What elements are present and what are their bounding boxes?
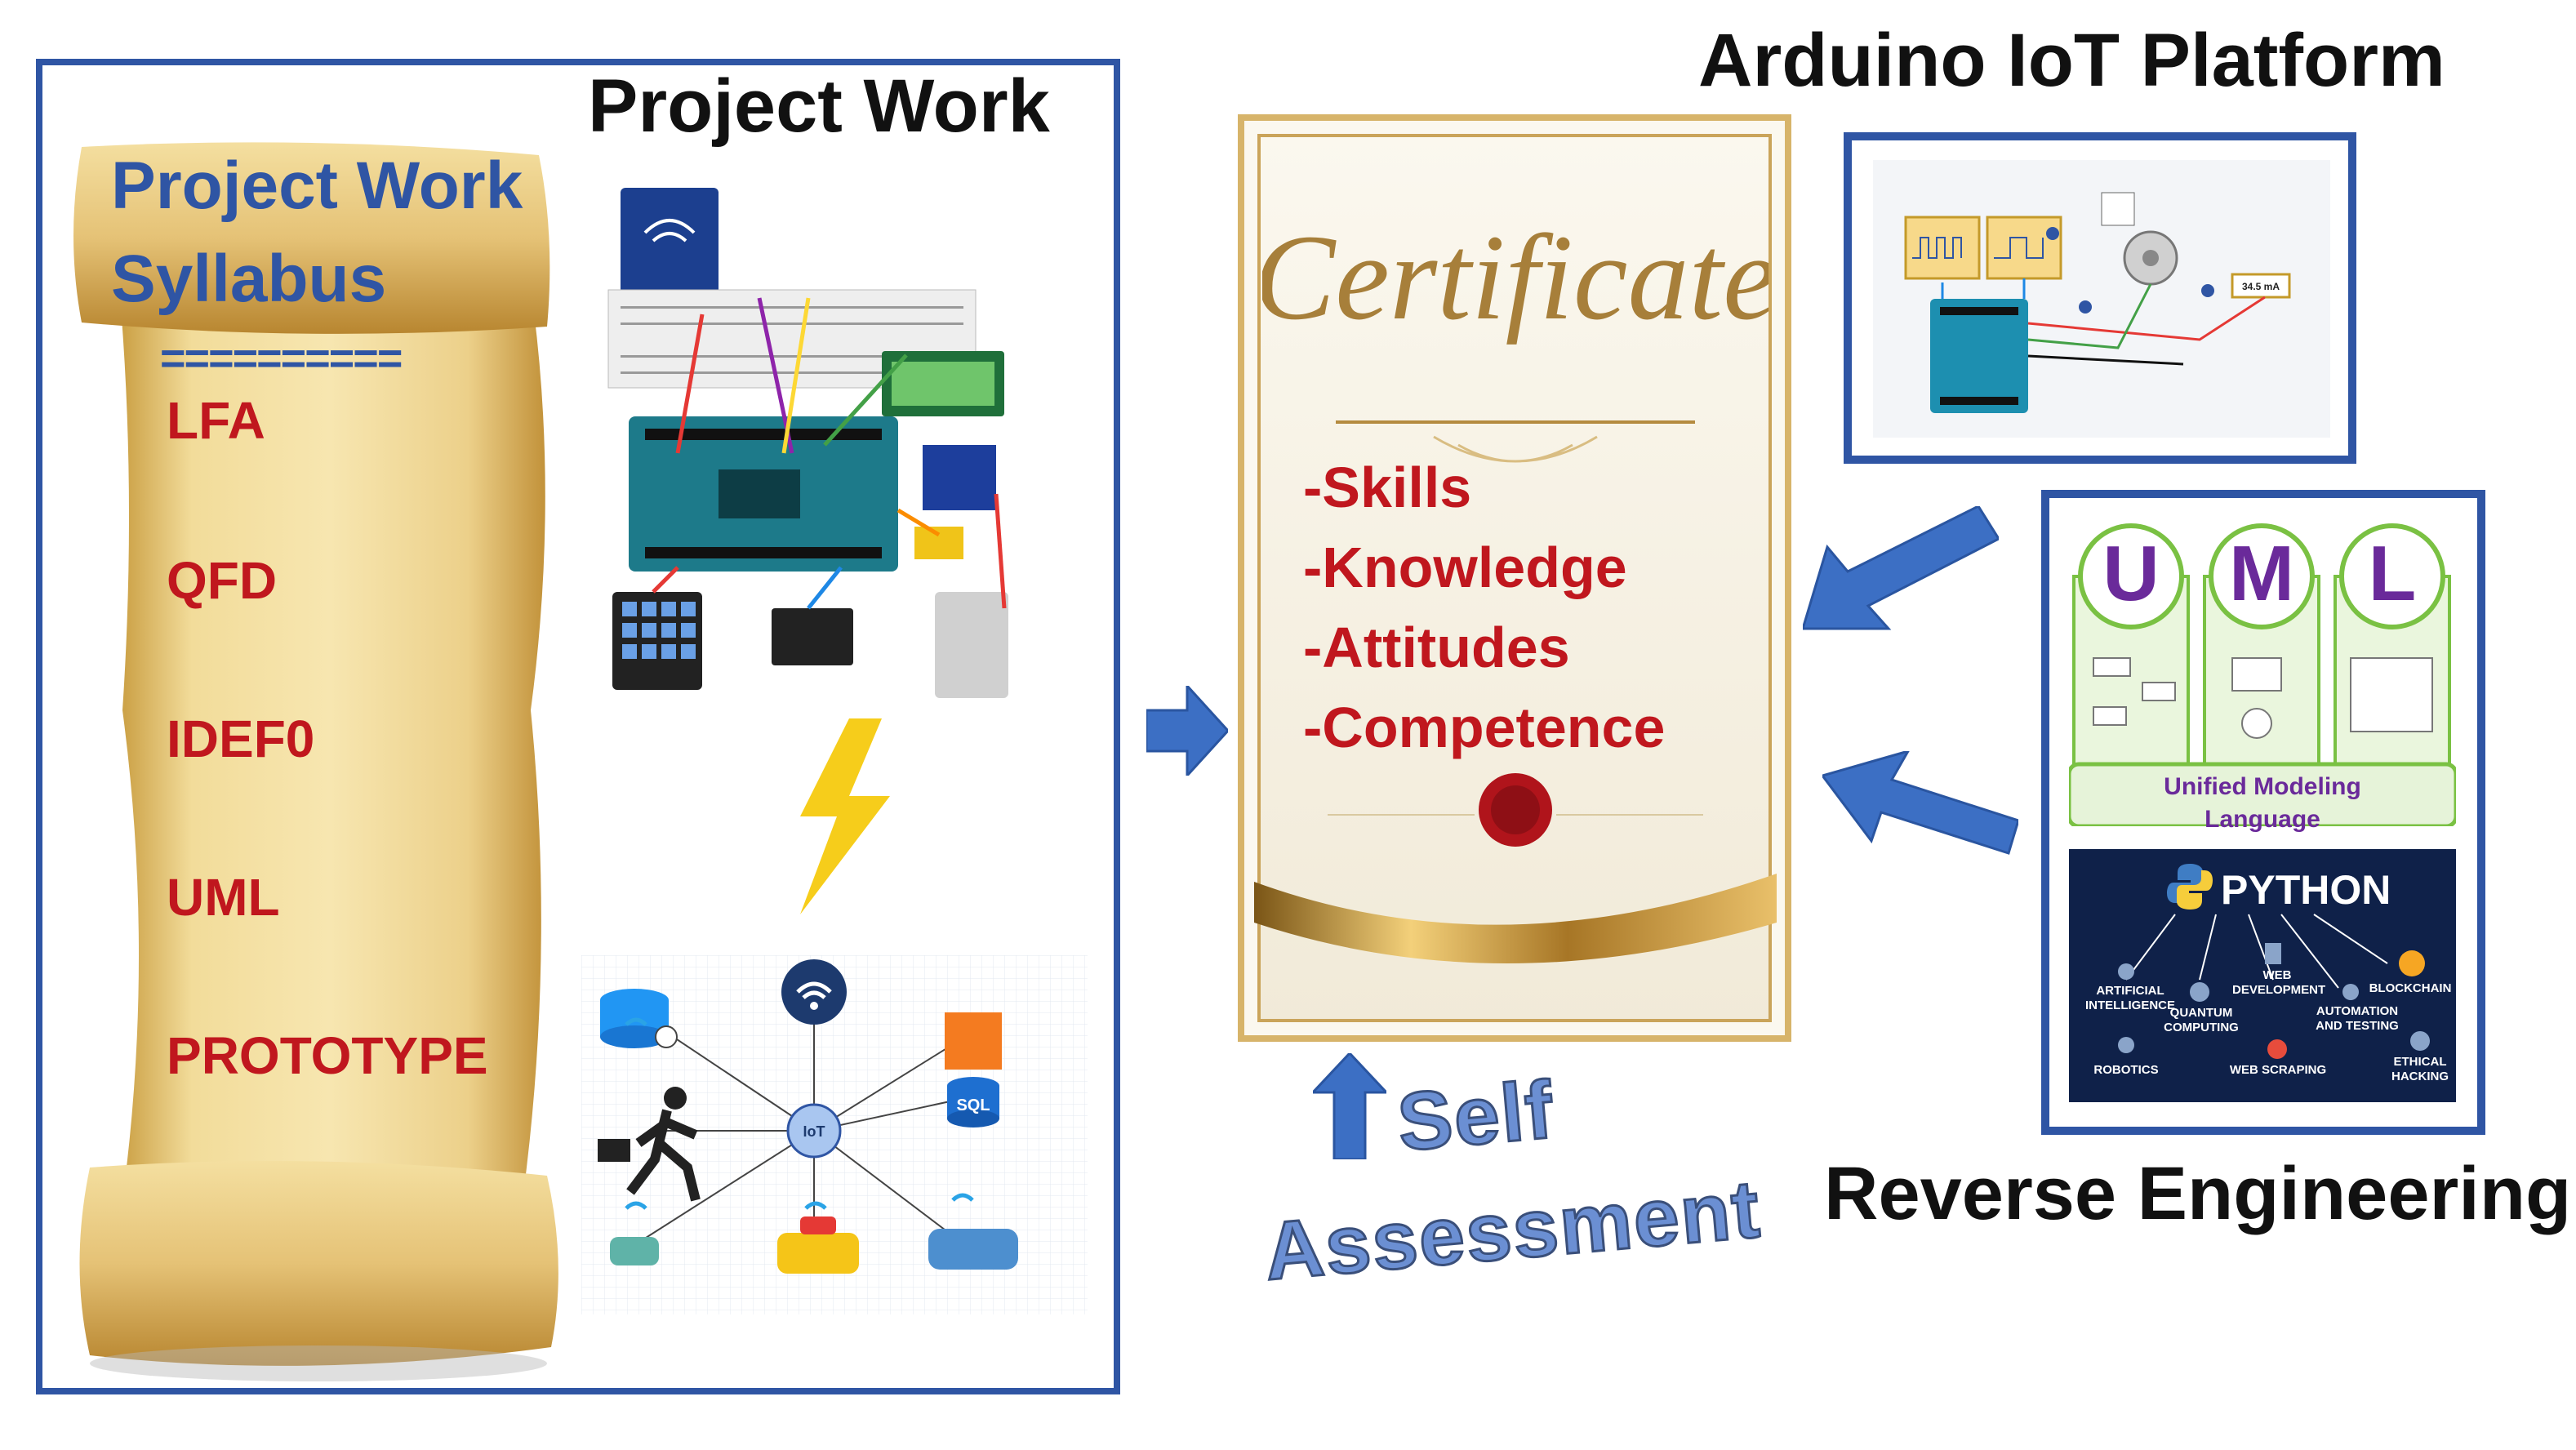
python-topic-robotics: ROBOTICS — [2093, 1063, 2159, 1077]
uml-letter-l: L — [2368, 530, 2417, 617]
arrow-left-from-reverse-engineering — [1822, 751, 2018, 855]
python-topic-automation: AUTOMATION AND TESTING — [2316, 1004, 2399, 1033]
ai-robot-icon — [2118, 963, 2134, 980]
python-logo-icon — [2167, 864, 2213, 910]
arduino-circuit-illustration — [607, 188, 1008, 698]
python-topic-web-scraping: WEB SCRAPING — [2229, 1063, 2327, 1077]
door-lock — [935, 592, 1008, 698]
scroll-separator: ========== — [160, 334, 403, 383]
python-topic-blockchain: BLOCKCHAIN — [2369, 981, 2452, 995]
sql-database-icon: SQL — [947, 1077, 999, 1128]
running-man-icon — [598, 1087, 701, 1202]
iot-hub — [786, 1103, 842, 1159]
robotics-icon — [2118, 1037, 2134, 1053]
python-graphic: PYTHON ARTIFICIAL INTELLIGENCE QUANTUM C… — [2069, 849, 2456, 1102]
scroll-title-line2: Syllabus — [111, 242, 387, 316]
ammeter-display — [2231, 273, 2291, 299]
iot-network-diagram: IoT SQL — [581, 955, 1088, 1314]
electric-car-icon — [928, 1229, 1018, 1270]
arduino-uno-board — [1930, 299, 2028, 413]
project-work-heading: Project Work — [588, 64, 1050, 148]
topic-qfd: QFD — [167, 551, 278, 610]
rfid-module — [621, 188, 719, 310]
oscilloscope-left — [1904, 216, 1981, 280]
arrow-left-from-arduino — [1803, 506, 1999, 630]
certificate-title-graphic: Certificate — [1262, 210, 1768, 345]
arrow-up-self-assessment — [1313, 1053, 1386, 1159]
self-assessment-line2: Assessment — [1260, 1162, 1766, 1299]
arduino-platform-heading: Arduino IoT Platform — [1698, 19, 2445, 102]
topic-lfa: LFA — [167, 391, 265, 450]
cloud-storage-icon — [945, 1012, 1002, 1070]
ethical-hacking-icon — [2410, 1031, 2430, 1051]
arrow-right-to-certificate — [1146, 686, 1228, 776]
uml-graphic: U M L Unified Modeling Language — [2069, 519, 2456, 833]
gold-ribbon — [1254, 874, 1777, 963]
certificate-card — [1238, 114, 1791, 1042]
quantum-icon — [2190, 982, 2209, 1002]
topic-prototype: PROTOTYPE — [167, 1026, 488, 1085]
battery — [914, 527, 963, 559]
certificate-item-skills: -Skills — [1303, 456, 1472, 519]
python-topic-ethical-hacking: ETHICAL HACKING — [2391, 1055, 2449, 1083]
car-icon-left — [610, 1237, 659, 1265]
relay-module — [923, 445, 996, 510]
syllabus-scroll — [73, 142, 558, 1381]
svg-text:SQL: SQL — [956, 1096, 990, 1114]
uml-letter-m: M — [2229, 530, 2294, 617]
certificate-ornament — [1336, 420, 1695, 463]
web-dev-icon — [2265, 943, 2281, 964]
certificate-item-competence: -Competence — [1303, 696, 1666, 759]
python-topic-ai: ARTIFICIAL INTELLIGENCE — [2085, 984, 2176, 1012]
oscilloscope-right — [1986, 216, 2062, 280]
uml-letter-u: U — [2102, 530, 2160, 617]
svg-text:Certificate: Certificate — [1262, 210, 1768, 345]
topic-uml: UML — [167, 868, 280, 927]
automation-icon — [2342, 984, 2359, 1000]
certificate-item-attitudes: -Attitudes — [1303, 616, 1570, 679]
wax-seal-icon — [1328, 773, 1703, 847]
svg-text:34.5 mA: 34.5 mA — [2242, 281, 2280, 292]
python-topic-quantum: QUANTUM COMPUTING — [2164, 1006, 2239, 1034]
reverse-engineering-heading: Reverse Engineering — [1824, 1152, 2572, 1235]
uml-caption: Unified Modeling Language — [2164, 773, 2361, 833]
python-title: PYTHON — [2221, 867, 2391, 913]
esp32-board — [772, 608, 853, 665]
self-assessment-line1: Self — [1393, 1062, 1559, 1169]
svg-text:IoT: IoT — [803, 1123, 825, 1140]
certificate-item-knowledge: -Knowledge — [1303, 536, 1627, 599]
python-topic-webdev: WEB DEVELOPMENT — [2232, 968, 2326, 997]
taxi-icon — [777, 1233, 859, 1274]
scroll-title-line1: Project Work — [111, 149, 523, 223]
lightning-bolt-icon — [800, 718, 890, 914]
arduino-simulation-screenshot: 34.5 mA — [1873, 160, 2330, 438]
blockchain-icon — [2399, 950, 2425, 976]
web-scraping-icon — [2267, 1039, 2287, 1059]
topic-idef0: IDEF0 — [167, 709, 315, 768]
